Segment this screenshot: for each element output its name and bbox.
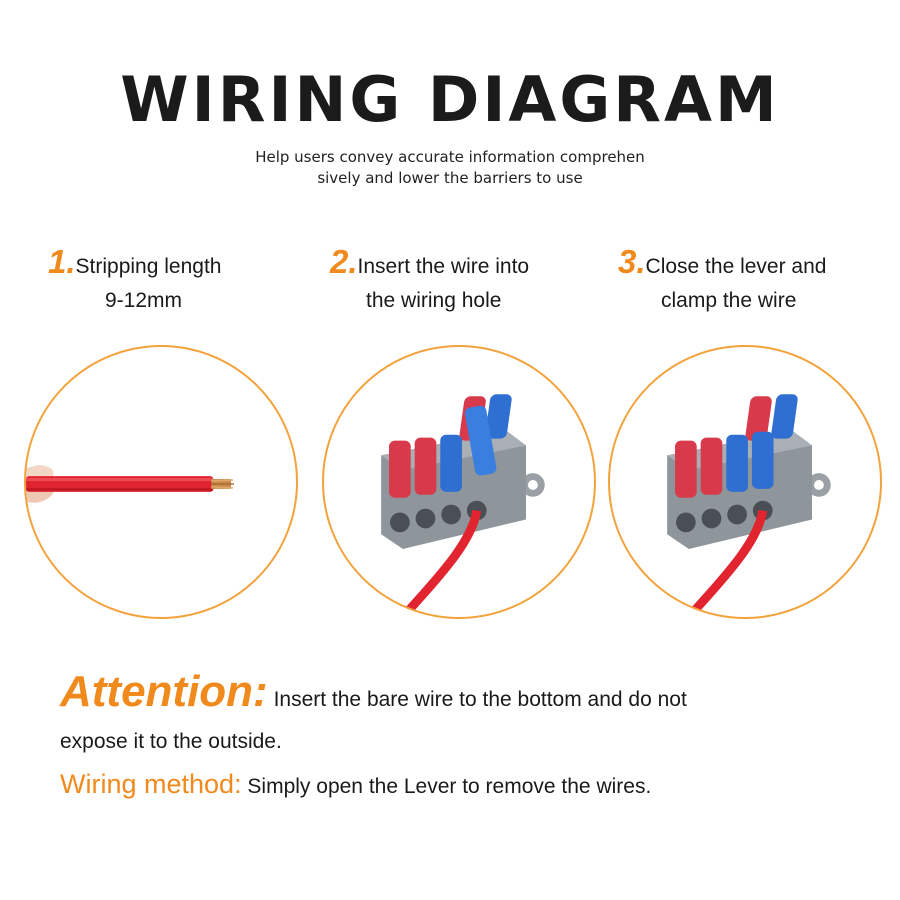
step-1-line-2: 9-12mm bbox=[105, 289, 183, 312]
step-1-caption: 1.Stripping length 9-12mm bbox=[48, 245, 221, 318]
step-3-caption: 3.Close the lever and clamp the wire bbox=[618, 245, 826, 318]
subtitle-line-1: Help users convey accurate information c… bbox=[255, 148, 645, 166]
attention-note: Attention: Insert the bare wire to the b… bbox=[60, 670, 860, 762]
connector-open-lever-photo-icon bbox=[381, 394, 545, 617]
step-3-number: 3. bbox=[618, 243, 646, 280]
step-3-line-1: Close the lever and bbox=[645, 255, 827, 278]
wiring-method-label: Wiring method: bbox=[60, 769, 242, 799]
step-2-number: 2. bbox=[330, 243, 358, 280]
wiring-method-text: Simply open the Lever to remove the wire… bbox=[247, 775, 652, 798]
step-2-line-2: the wiring hole bbox=[366, 289, 502, 312]
page-title: WIRING DIAGRAM bbox=[120, 63, 780, 136]
attention-text-line-1: Insert the bare wire to the bottom and d… bbox=[273, 688, 687, 711]
step-1-line-1: Stripping length bbox=[75, 255, 222, 278]
step-2-caption: 2.Insert the wire into the wiring hole bbox=[330, 245, 529, 318]
step-3-line-2: clamp the wire bbox=[661, 289, 797, 312]
connector-closed-lever-photo-icon bbox=[667, 394, 831, 617]
subtitle-line-2: sively and lower the barriers to use bbox=[317, 169, 583, 187]
step-3-image-circle bbox=[608, 345, 882, 619]
step-1-number: 1. bbox=[48, 243, 76, 280]
attention-label: Attention: bbox=[60, 667, 268, 716]
wiring-method-note: Wiring method: Simply open the Lever to … bbox=[60, 764, 651, 807]
step-2-image-circle bbox=[322, 345, 596, 619]
step-1-image-circle bbox=[24, 345, 298, 619]
stripped-wire-photo-icon bbox=[26, 465, 234, 503]
step-2-line-1: Insert the wire into bbox=[357, 255, 530, 278]
attention-text-line-2: expose it to the outside. bbox=[60, 730, 282, 753]
page-subtitle: Help users convey accurate information c… bbox=[200, 147, 700, 189]
